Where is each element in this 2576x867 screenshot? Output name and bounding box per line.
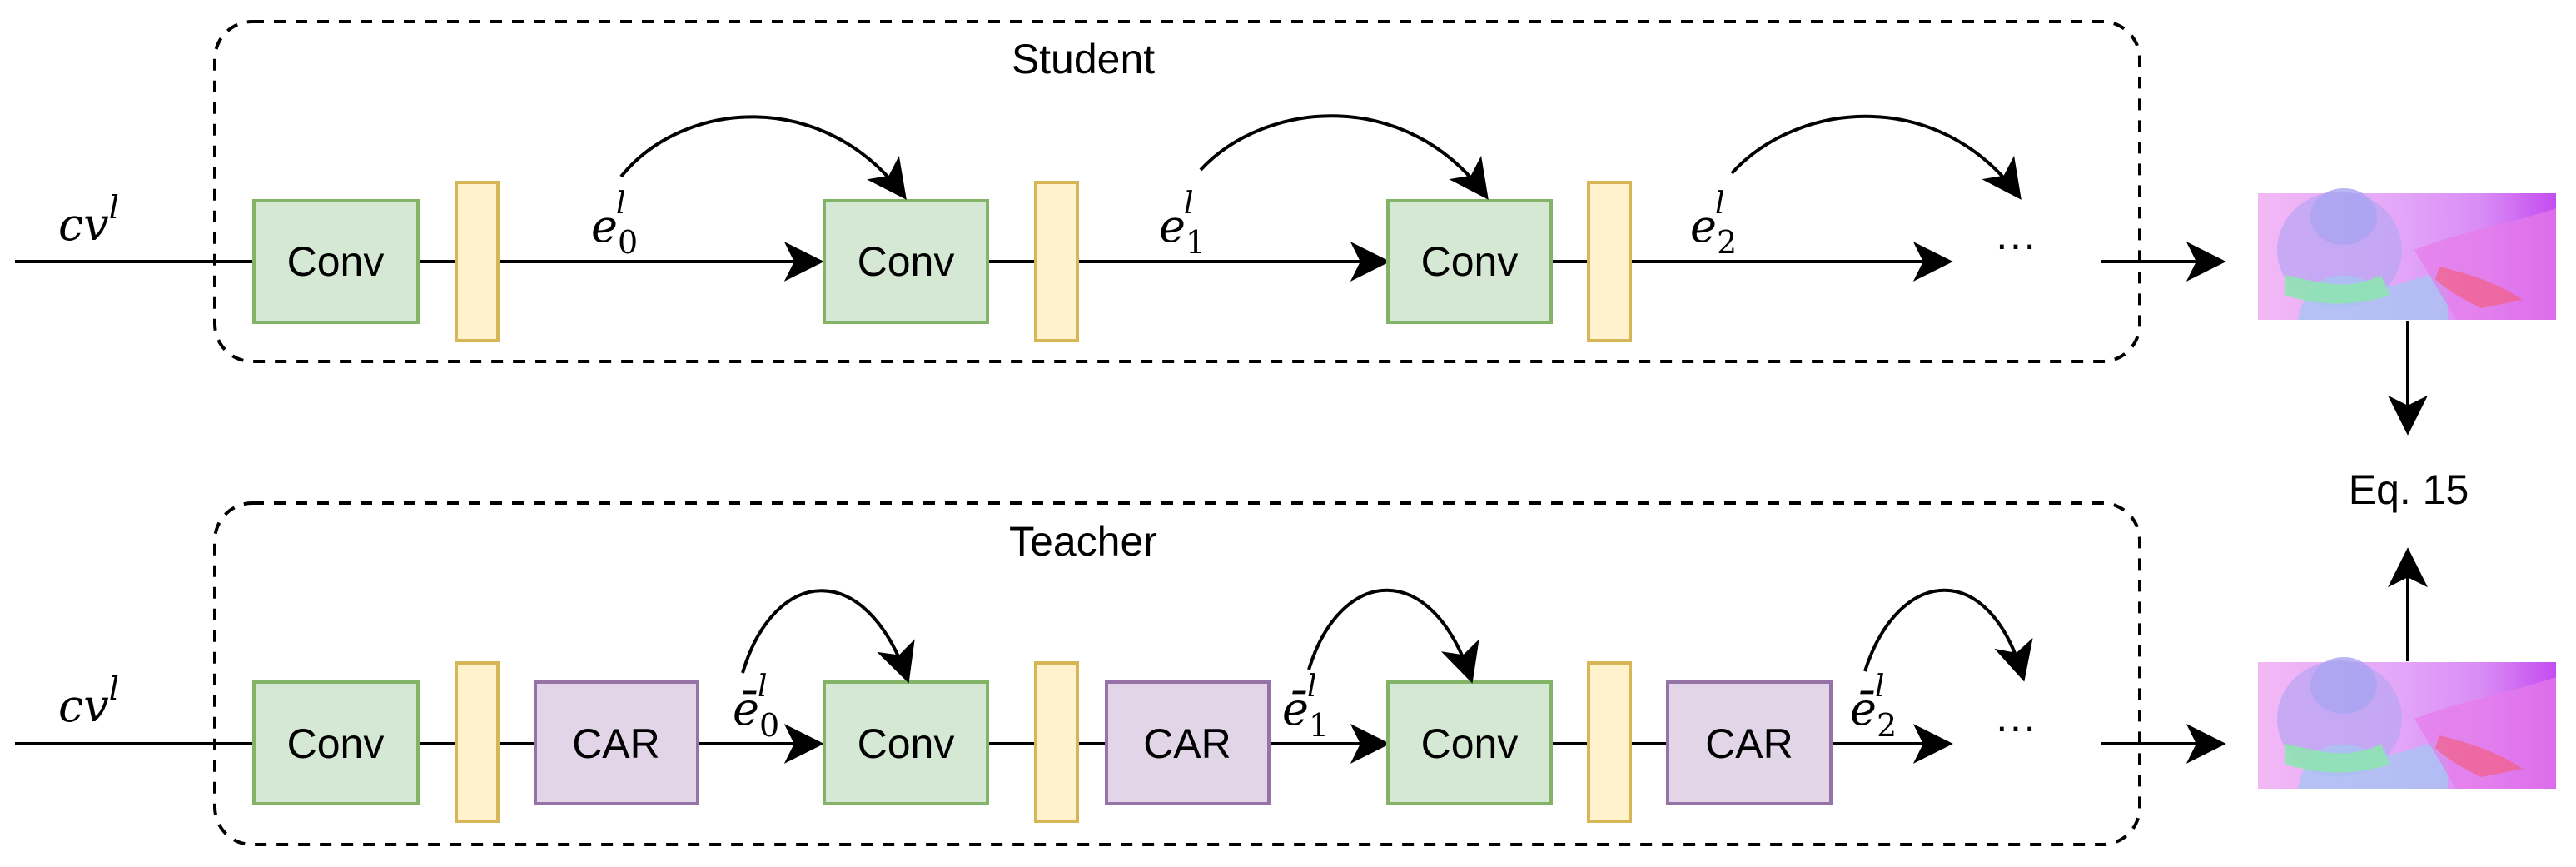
student-conv-label-2: Conv (858, 238, 955, 285)
teacher-car-label-2: CAR (1143, 720, 1231, 767)
student-edge-label-1: el (1159, 187, 1193, 252)
student-ellipsis: ··· (1995, 221, 2036, 267)
student-conv-label-1: Conv (287, 238, 385, 285)
student-norm-bar-3 (1587, 181, 1632, 342)
teacher-conv-label-1: Conv (287, 720, 385, 767)
teacher-norm-bar-3 (1587, 661, 1632, 823)
equation-label: Eq. 15 (2349, 466, 2469, 513)
teacher-conv-label-2: Conv (858, 720, 955, 767)
student-edge-label-0: el (591, 187, 625, 252)
teacher-branch: Teacher Conv CAR Conv CAR Conv CAR (15, 501, 2226, 846)
student-conv-block-3 (1386, 199, 1553, 324)
teacher-edge-label-2-sub: 2 (1877, 707, 1897, 744)
student-conv-block-1 (252, 199, 420, 324)
teacher-edge-label-0: ēl (733, 670, 767, 735)
teacher-edge-label-1-sub: 1 (1309, 707, 1329, 744)
teacher-car-label-1: CAR (572, 720, 660, 767)
teacher-conv-label-3: Conv (1421, 720, 1519, 767)
teacher-skip-arc-2 (1307, 588, 1479, 684)
teacher-car-label-3: CAR (1705, 720, 1793, 767)
teacher-conv-block-1 (252, 680, 420, 805)
student-conv-label-3: Conv (1421, 238, 1519, 285)
teacher-title: Teacher (1009, 518, 1157, 565)
teacher-conv-block-3 (1386, 680, 1553, 805)
teacher-flow-image (2258, 657, 2556, 789)
teacher-norm-bar-1 (455, 661, 500, 823)
teacher-edge-label-1: ēl (1282, 670, 1316, 735)
student-flow-image (2258, 188, 2556, 320)
teacher-edge-label-2: ēl (1850, 670, 1884, 735)
student-skip-arc-3 (1730, 114, 2022, 200)
student-skip-arc-1 (619, 115, 907, 200)
student-edge-label-0-sub: 0 (618, 224, 638, 261)
teacher-edge-label-0-sub: 0 (759, 707, 779, 744)
student-input-label: cvl (58, 189, 119, 251)
student-title: Student (1012, 36, 1155, 82)
teacher-ellipsis: ··· (1995, 703, 2036, 750)
student-conv-block-2 (823, 199, 989, 324)
teacher-group-boundary (213, 501, 2141, 846)
teacher-norm-bar-2 (1034, 661, 1079, 823)
teacher-skip-arc-1 (741, 589, 915, 684)
student-edge-label-1-sub: 1 (1186, 224, 1206, 261)
student-group-boundary (213, 20, 2141, 363)
teacher-conv-block-2 (823, 680, 989, 805)
student-edge-label-2-sub: 2 (1717, 224, 1737, 261)
teacher-input-label: cvl (58, 670, 119, 732)
student-edge-label-2: el (1690, 187, 1724, 252)
student-skip-arc-2 (1199, 114, 1489, 200)
teacher-skip-arc-3 (1863, 588, 2033, 682)
student-norm-bar-1 (455, 181, 500, 342)
teacher-car-block-3 (1666, 680, 1833, 805)
student-branch: Student Conv Conv Conv cvl el 0 el 1 el … (15, 20, 2226, 363)
teacher-car-block-1 (534, 680, 699, 805)
teacher-car-block-2 (1105, 680, 1271, 805)
student-norm-bar-2 (1034, 181, 1079, 342)
